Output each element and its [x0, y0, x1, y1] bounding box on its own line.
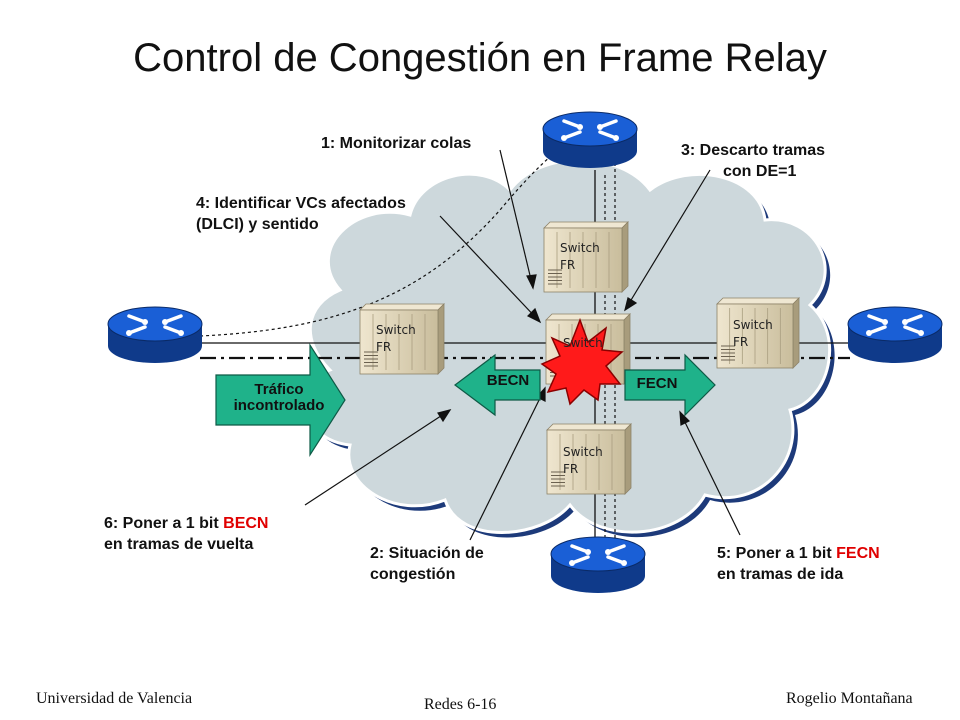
switch-bottom-icon	[546, 423, 632, 495]
switch-top-icon	[543, 221, 629, 293]
slide-title: Control de Congestión en Frame Relay	[133, 36, 827, 80]
router-bottom-icon	[550, 536, 646, 593]
becn-label: BECN	[486, 372, 530, 389]
footer-author: Rogelio Montañana	[786, 690, 913, 707]
switch-left-icon	[359, 303, 445, 375]
switch-center-label: Switch	[563, 336, 603, 350]
footer-university: Universidad de Valencia	[36, 690, 193, 707]
switch-right-icon	[716, 297, 800, 369]
annotation-1: 1: Monitorizar colas	[321, 135, 472, 152]
router-top-icon	[542, 111, 638, 168]
annotation-pointers	[304, 149, 741, 541]
fecn-label: FECN	[636, 375, 678, 392]
traffic-arrow	[215, 342, 346, 458]
annotation-4: 4: Identificar VCs afectados(DLCI) y sen…	[196, 195, 406, 233]
router-right-icon	[847, 306, 943, 363]
becn-arrow	[454, 353, 541, 417]
congestion-explosion-icon	[540, 317, 624, 406]
router-left-icon	[107, 306, 203, 363]
fecn-arrow	[624, 353, 716, 417]
footer-page: Redes 6-16	[424, 696, 497, 713]
